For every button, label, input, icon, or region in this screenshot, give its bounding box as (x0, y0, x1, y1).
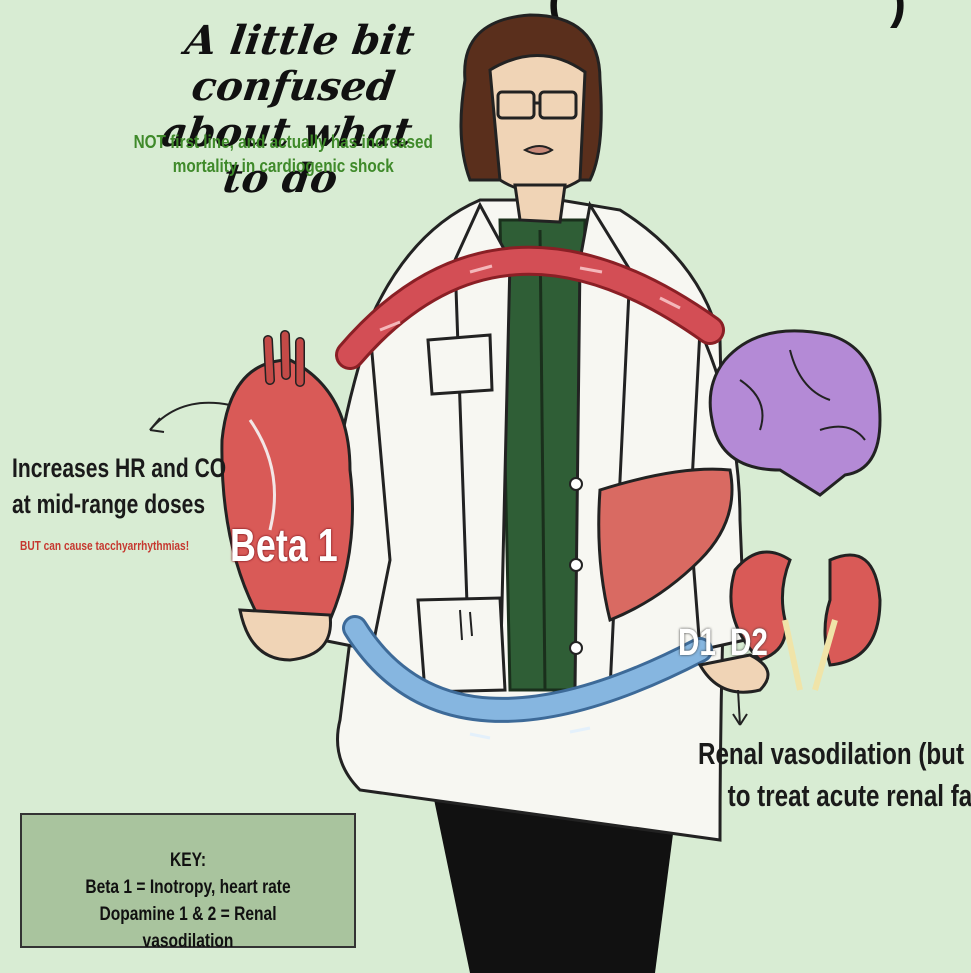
warning-note: NOT first line, and actually has increas… (126, 130, 441, 178)
renal-note-line-1: Renal vasodilation (but d (698, 733, 971, 775)
heart-note: Increases HR and CO at mid-range doses (12, 450, 226, 522)
key-title: KEY: (52, 847, 324, 874)
renal-pointer-arrow (738, 690, 740, 725)
d1-label: D1 (678, 622, 716, 665)
warning-note-line-2: mortality in cardiogenic shock (126, 154, 441, 178)
heart-caveat: BUT can cause tacchyarrhythmias! (20, 538, 189, 553)
renal-note: Renal vasodilation (but d to treat acute… (698, 733, 971, 817)
heart-pointer-arrow (150, 403, 230, 430)
doctor-head (461, 15, 601, 222)
key-line-dopamine: Dopamine 1 & 2 = Renal vasodilation (52, 901, 324, 955)
renal-note-line-2: to treat acute renal fai (698, 775, 971, 817)
title-paren-right: ) (890, 0, 906, 29)
headline-line-1: A little bit confused (150, 18, 443, 110)
heart-organ (222, 335, 353, 660)
heart-note-line-1: Increases HR and CO (12, 450, 226, 486)
d2-label: D2 (730, 622, 768, 665)
warning-note-line-1: NOT first line, and actually has increas… (126, 130, 441, 154)
beta1-label: Beta 1 (230, 518, 338, 572)
key-box: KEY: Beta 1 = Inotropy, heart rate Dopam… (20, 813, 356, 948)
heart-note-line-2: at mid-range doses (12, 486, 226, 522)
key-line-beta1: Beta 1 = Inotropy, heart rate (52, 874, 324, 901)
